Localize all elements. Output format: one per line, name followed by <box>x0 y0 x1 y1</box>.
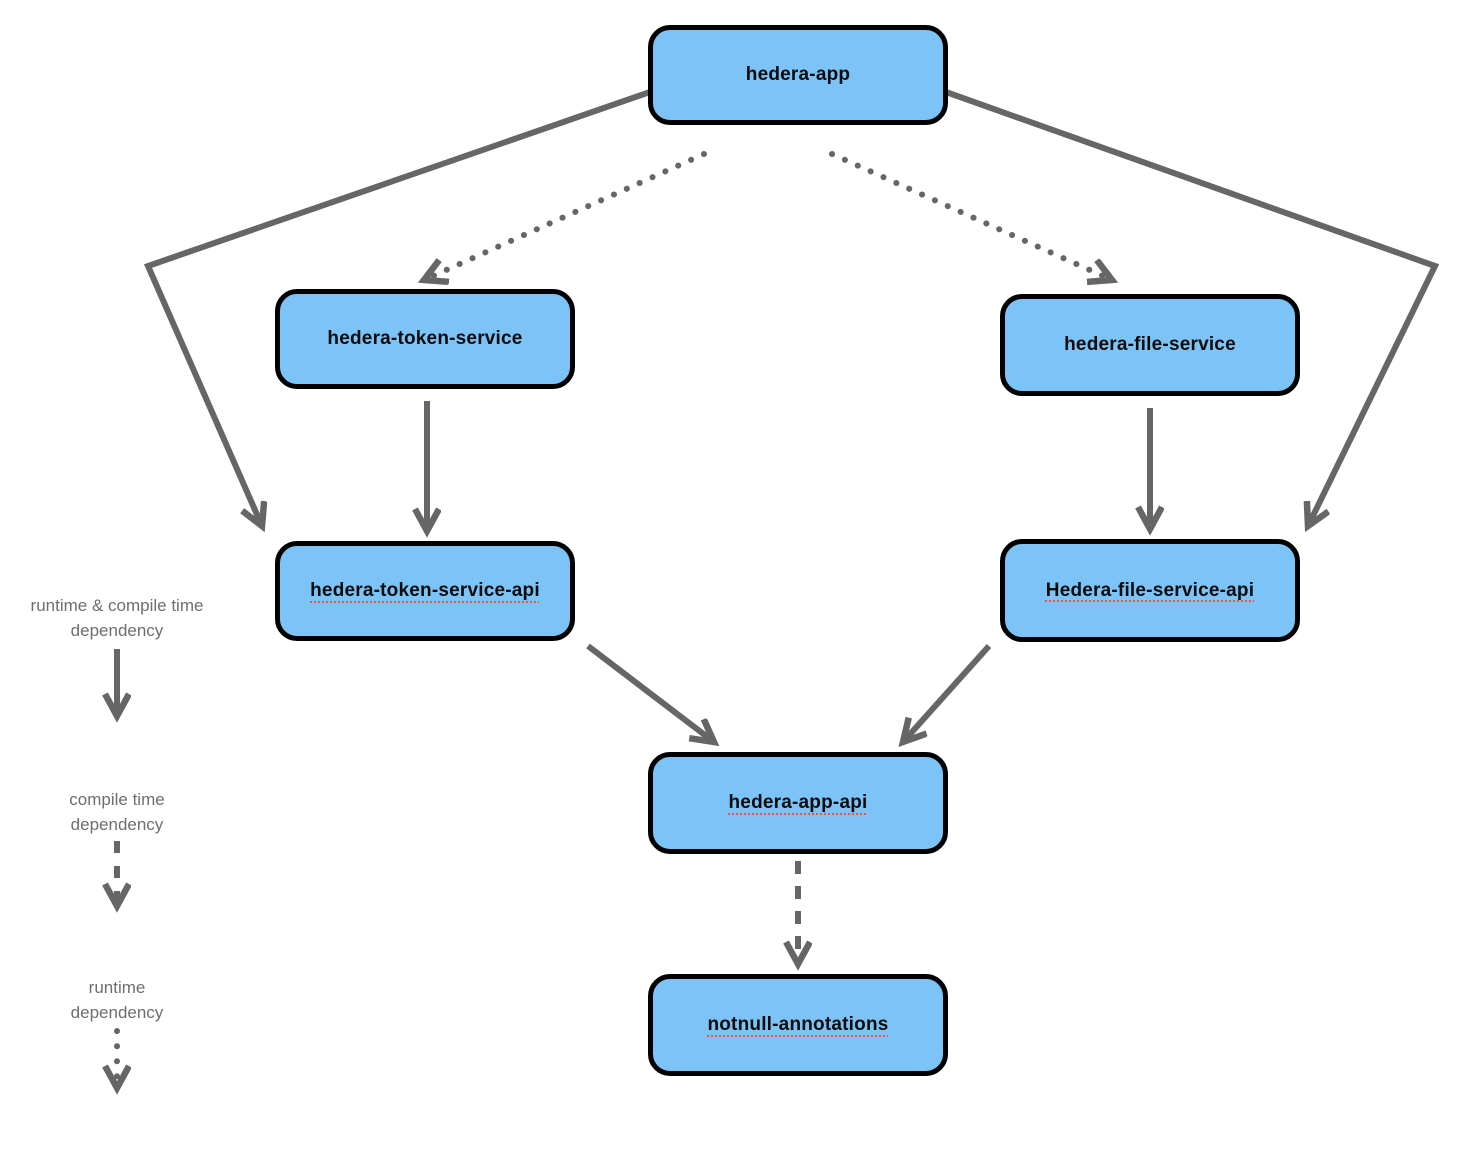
legend-compile-line2: dependency <box>70 815 164 834</box>
node-hedera-file-service-api: Hedera-file-service-api <box>1000 539 1300 642</box>
node-hedera-token-service-label: hedera-token-service <box>327 328 523 349</box>
edge-app-to-file-service-api <box>944 89 1440 526</box>
edge-file-service-api-to-app-api <box>903 643 992 742</box>
node-hedera-token-service-api-label: hedera-token-service-api <box>310 580 540 601</box>
edge-app-to-token-service-api <box>143 89 651 526</box>
node-hedera-file-service-label: hedera-file-service <box>1064 334 1236 355</box>
legend-compile-line1: compile time <box>69 790 165 809</box>
node-hedera-app-label: hedera-app <box>745 64 851 85</box>
legend-runtime-line2: dependency <box>70 1003 164 1022</box>
node-hedera-file-service-api-label: Hedera-file-service-api <box>1045 579 1255 601</box>
edge-app-to-file-service <box>829 151 1112 280</box>
legend-runtime-dependency: runtime dependency <box>0 975 234 1025</box>
node-hedera-app-api: hedera-app-api <box>648 752 948 854</box>
legend-runtime-compile-dependency: runtime & compile time dependency <box>0 593 234 643</box>
node-hedera-token-service-api: hedera-token-service-api <box>275 541 575 641</box>
legend-runtime-compile-line2: dependency <box>70 621 164 640</box>
legend-compile-dependency: compile time dependency <box>0 787 234 837</box>
node-hedera-file-service: hedera-file-service <box>1000 294 1300 396</box>
node-notnull-annotations: notnull-annotations <box>648 974 948 1076</box>
edge-app-to-token-service <box>424 151 707 280</box>
node-notnull-annotations-label: notnull-annotations <box>707 1014 889 1035</box>
node-hedera-app: hedera-app <box>648 25 948 125</box>
legend-runtime-compile-line1: runtime & compile time <box>30 596 204 615</box>
legend-runtime-line1: runtime <box>88 978 146 997</box>
node-hedera-app-api-label: hedera-app-api <box>728 792 868 813</box>
node-hedera-token-service: hedera-token-service <box>275 289 575 389</box>
edge-token-service-api-to-app-api <box>586 643 714 742</box>
